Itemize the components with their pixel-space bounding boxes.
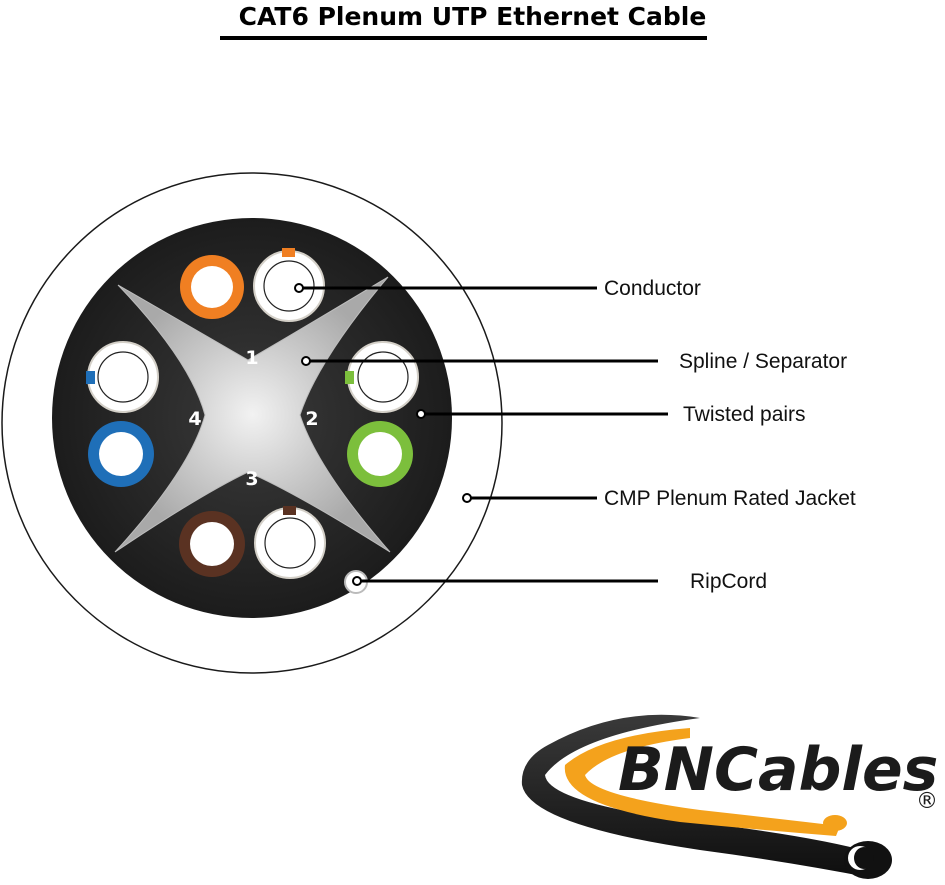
logo-orange-tip: [823, 815, 847, 831]
wire-green-white-stripe: [345, 371, 354, 384]
wire-green-solid-core: [358, 432, 402, 476]
logo-swoosh-orange: [564, 728, 840, 836]
pair-number-2: 2: [305, 408, 318, 430]
page-title: CAT6 Plenum UTP Ethernet Cable: [238, 2, 707, 31]
label-jacket: CMP Plenum Rated Jacket: [604, 487, 856, 510]
label-conductor: Conductor: [604, 277, 701, 300]
wire-blue-white-stripe: [86, 371, 95, 384]
pair-4: [86, 341, 159, 487]
callout-jacket: CMP Plenum Rated Jacket: [462, 487, 856, 510]
logo-registered-mark: ®: [916, 789, 938, 814]
spline-separator: [114, 276, 391, 553]
callout-ripcord: RipCord: [352, 570, 767, 593]
wire-blue-solid-core: [99, 432, 143, 476]
wire-brown-solid-core: [190, 522, 234, 566]
wire-orange-white-stripe: [282, 248, 295, 257]
callout-twisted-pairs: Twisted pairs: [416, 403, 806, 426]
label-spline: Spline / Separator: [679, 350, 847, 373]
wire-brown-white-stripe: [283, 506, 296, 515]
wire-brown-white-core: [264, 517, 316, 569]
bncables-logo: BNCables ®: [521, 714, 938, 879]
label-twisted-pairs: Twisted pairs: [683, 403, 806, 426]
logo-swoosh-black: [521, 714, 872, 878]
pair-number-1: 1: [245, 347, 258, 369]
logo-text: BNCables: [618, 735, 938, 805]
title-underline: [220, 36, 707, 40]
pair-number-4: 4: [188, 408, 201, 430]
callout-spline: Spline / Separator: [301, 350, 847, 373]
pair-1: [180, 248, 325, 322]
label-ripcord: RipCord: [690, 570, 767, 593]
wire-orange-white-core: [263, 260, 315, 312]
wire-green-white-core: [357, 351, 409, 403]
pair-number-3: 3: [245, 468, 258, 490]
title-container: CAT6 Plenum UTP Ethernet Cable: [0, 0, 945, 33]
wire-blue-white-core: [97, 351, 149, 403]
callout-conductor: Conductor: [294, 277, 701, 300]
wire-orange-solid-core: [191, 266, 233, 308]
logo-cable-end-inner: [854, 847, 874, 869]
pair-3: [179, 506, 326, 579]
